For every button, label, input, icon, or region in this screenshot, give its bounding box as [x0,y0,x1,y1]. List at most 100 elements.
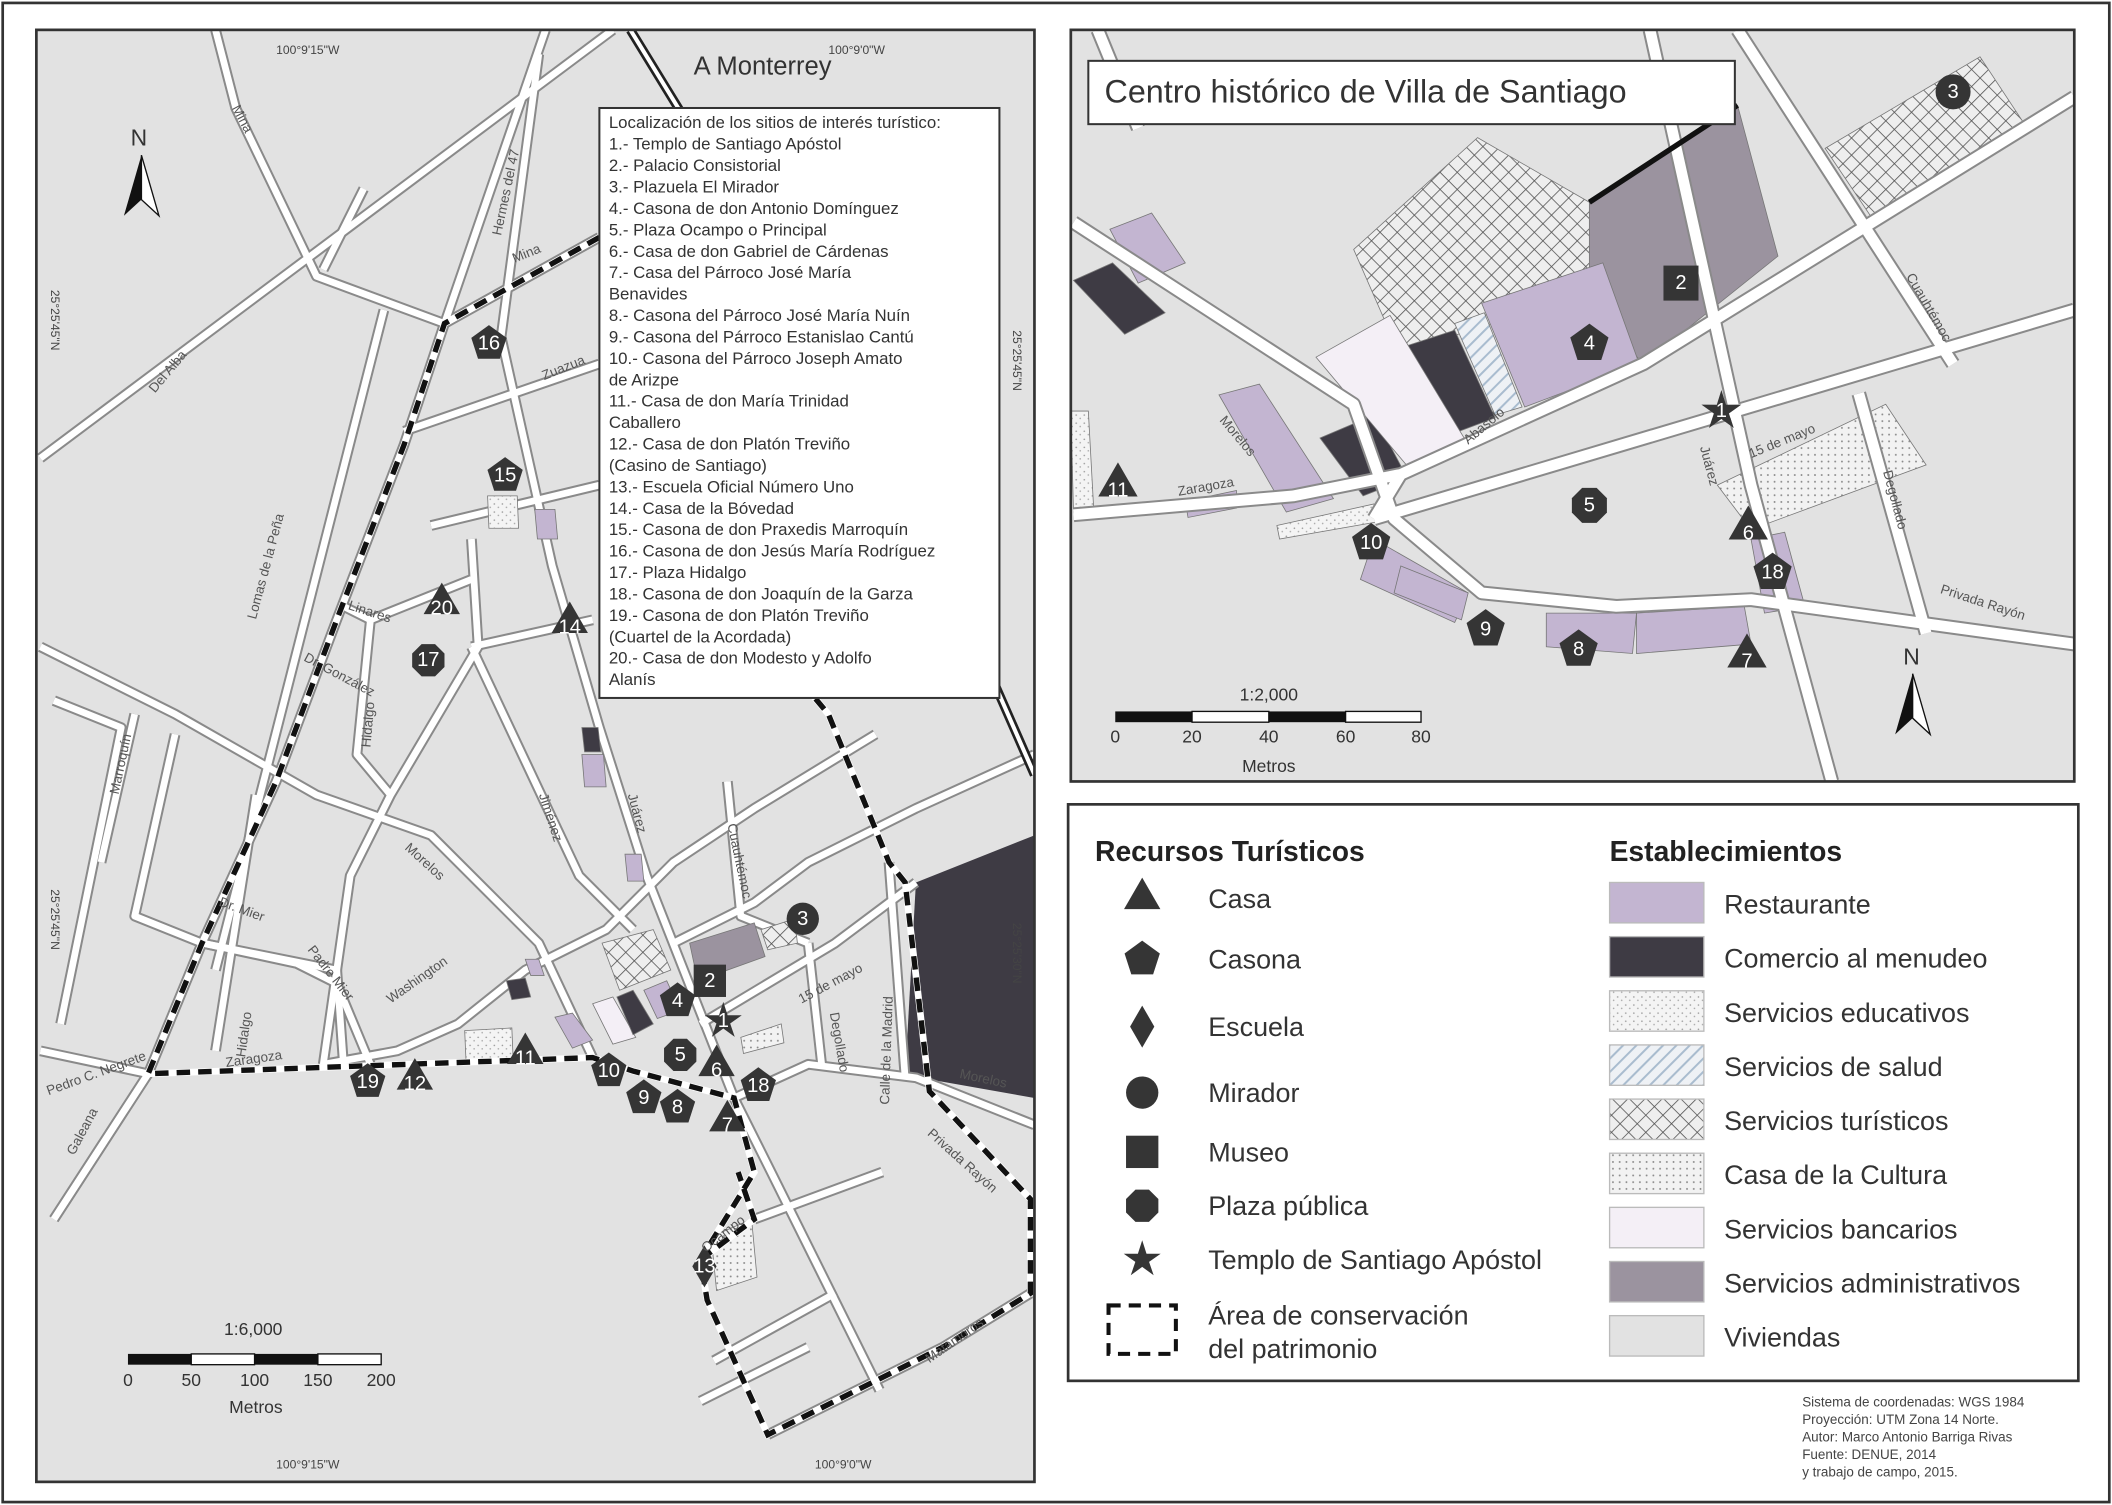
site-marker-16[interactable]: 16 [471,325,507,359]
legend-label: Casa de la Cultura [1724,1160,1947,1190]
scale-ratio: 1:6,000 [224,1319,283,1339]
scale-tick: 60 [1336,726,1356,746]
legend-swatch [1608,1260,1705,1303]
site-marker-8[interactable]: 8 [659,1088,696,1123]
scale-tick: 200 [367,1370,396,1390]
sites-list-item: 16.- Casona de don Jesús María Rodríguez [609,542,935,561]
site-number: 16 [478,333,500,355]
site-marker-13[interactable]: 13 [692,1245,717,1288]
sites-list-item: 13.- Escuela Oficial Número Uno [609,477,854,496]
site-marker-5[interactable]: 5 [1571,487,1607,523]
credit-line: Autor: Marco Antonio Barriga Rivas [1802,1429,2012,1444]
site-number: 5 [1584,494,1595,516]
establishment-com [581,727,602,753]
site-marker-9[interactable]: 9 [1466,609,1505,646]
star-icon [1701,390,1742,429]
site-number: 7 [722,1115,733,1137]
site-number: 2 [1675,272,1686,294]
site-marker-10[interactable]: 10 [591,1052,627,1087]
site-marker-1[interactable]: 1 [704,1001,742,1037]
site-marker-18[interactable]: 18 [740,1067,776,1101]
site-marker-4[interactable]: 4 [1570,323,1609,361]
road [319,538,482,1065]
sites-list-item: 18.- Casona de don Joaquín de la Garza [609,584,914,603]
establishment-cul [710,1218,758,1292]
site-number: 1 [1716,400,1727,422]
site-number: 17 [417,649,439,671]
site-marker-10[interactable]: 10 [1352,522,1391,560]
road [1644,29,1838,782]
legend-establishment-item: Comercio al menudeo [1608,935,1987,978]
site-marker-5[interactable]: 5 [664,1038,697,1072]
establishment-tur [760,918,798,951]
sites-list-item: de Arizpe [609,370,679,389]
road [201,939,374,1066]
triangle-icon [396,1058,434,1090]
site-number: 7 [1741,650,1752,672]
establishment-tur [601,929,672,991]
road [1733,29,1958,367]
site-marker-2[interactable]: 2 [1663,265,1699,301]
legend-label: Viviendas [1724,1323,1840,1353]
credit-line: Proyección: UTM Zona 14 Norte. [1802,1412,1999,1427]
sites-list-item: 4.- Casona de don Antonio Domínguez [609,199,899,218]
sites-list-item: (Casino de Santiago) [609,456,767,475]
site-number: 6 [711,1060,722,1082]
legend-label: Plaza pública [1208,1191,1368,1221]
site-marker-7[interactable]: 7 [1727,633,1767,672]
road [885,862,909,1079]
sites-list-item: 9.- Casona del Párroco Estanislao Cantú [609,327,914,346]
establishment-com [1072,262,1166,335]
legend-establishments-title: Establecimientos [1610,835,1843,867]
coord-label-left-south: 25°25'45"N [48,889,62,950]
site-marker-3[interactable]: 3 [786,902,819,936]
site-marker-11[interactable]: 11 [507,1032,544,1070]
pentagon-icon [659,982,696,1017]
legend-label: Casa [1208,884,1271,914]
site-marker-9[interactable]: 9 [626,1079,662,1114]
site-marker-3[interactable]: 3 [1935,74,1971,110]
legend-resource-item: Plaza pública [1126,1189,1368,1222]
scale-tick: 0 [123,1370,133,1390]
site-marker-15[interactable]: 15 [487,457,523,491]
sites-list-item: 3.- Plazuela El Mirador [609,178,780,197]
road [1070,217,2075,650]
site-marker-6[interactable]: 6 [698,1044,735,1082]
sites-list-item: 19.- Casona de don Platón Treviño [609,606,869,625]
sites-list-item: 2.- Palacio Consistorial [609,156,781,175]
site-marker-4[interactable]: 4 [659,982,696,1017]
site-marker-14[interactable]: 14 [551,601,588,639]
site-marker-6[interactable]: 6 [1728,505,1768,544]
site-marker-17[interactable]: 17 [412,644,445,677]
road [97,713,138,864]
legend-resource-item: Museo [1126,1135,1289,1169]
road [353,619,394,798]
north-arrow: N [123,125,161,218]
legend-swatch [1608,1206,1705,1249]
credit-line: y trabajo de campo, 2015. [1802,1464,1958,1479]
legend-resource-item: Casa [1124,877,1271,914]
legend-swatch [1608,1314,1705,1357]
site-marker-11[interactable]: 11 [1098,462,1138,501]
north-arrow-icon-half [140,154,161,218]
site-marker-1[interactable]: 1 [1701,390,1742,429]
legend-resource-item: Templo de Santiago Apóstol [1123,1240,1542,1276]
coord-label-right-north: 25°25'45"N [1010,330,1024,391]
site-marker-18[interactable]: 18 [1753,552,1792,589]
legend-swatch [1608,1152,1705,1195]
site-marker-12[interactable]: 12 [396,1058,434,1095]
scale-ratio: 1:2,000 [1240,685,1299,705]
inset-map-frame [1069,28,2076,783]
pentagon-icon [487,457,523,491]
pentagon-icon [1559,629,1598,666]
site-marker-20[interactable]: 20 [423,582,460,620]
site-marker-8[interactable]: 8 [1559,629,1598,666]
legend-establishment-item: Servicios administrativos [1608,1260,2020,1303]
pentagon-icon [471,325,507,359]
site-marker-19[interactable]: 19 [350,1063,386,1097]
site-marker-2[interactable]: 2 [693,964,726,997]
credit-line: Fuente: DENUE, 2014 [1802,1447,1936,1462]
pentagon-icon [1352,522,1391,560]
site-marker-7[interactable]: 7 [709,1099,746,1137]
